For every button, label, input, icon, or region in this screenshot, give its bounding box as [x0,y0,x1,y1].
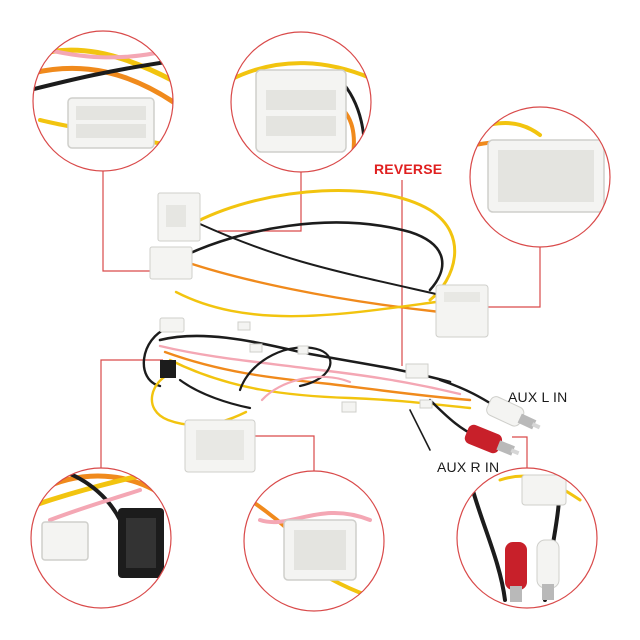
inset-connector-bottom-center [243,470,385,612]
inset-connector-top-right [469,106,611,248]
inset-connector-top-center [230,31,372,173]
label-reverse: REVERSE [374,161,443,177]
inset-connector-top-left [32,30,174,172]
label-aux-l-in: AUX L IN [508,389,568,405]
label-aux-r-in: AUX R IN [437,459,500,475]
harness-connectors [149,192,489,473]
inset-rca-bottom-right [456,467,598,609]
inset-connector-bottom-left [30,467,172,609]
rca-plugs [464,396,541,456]
